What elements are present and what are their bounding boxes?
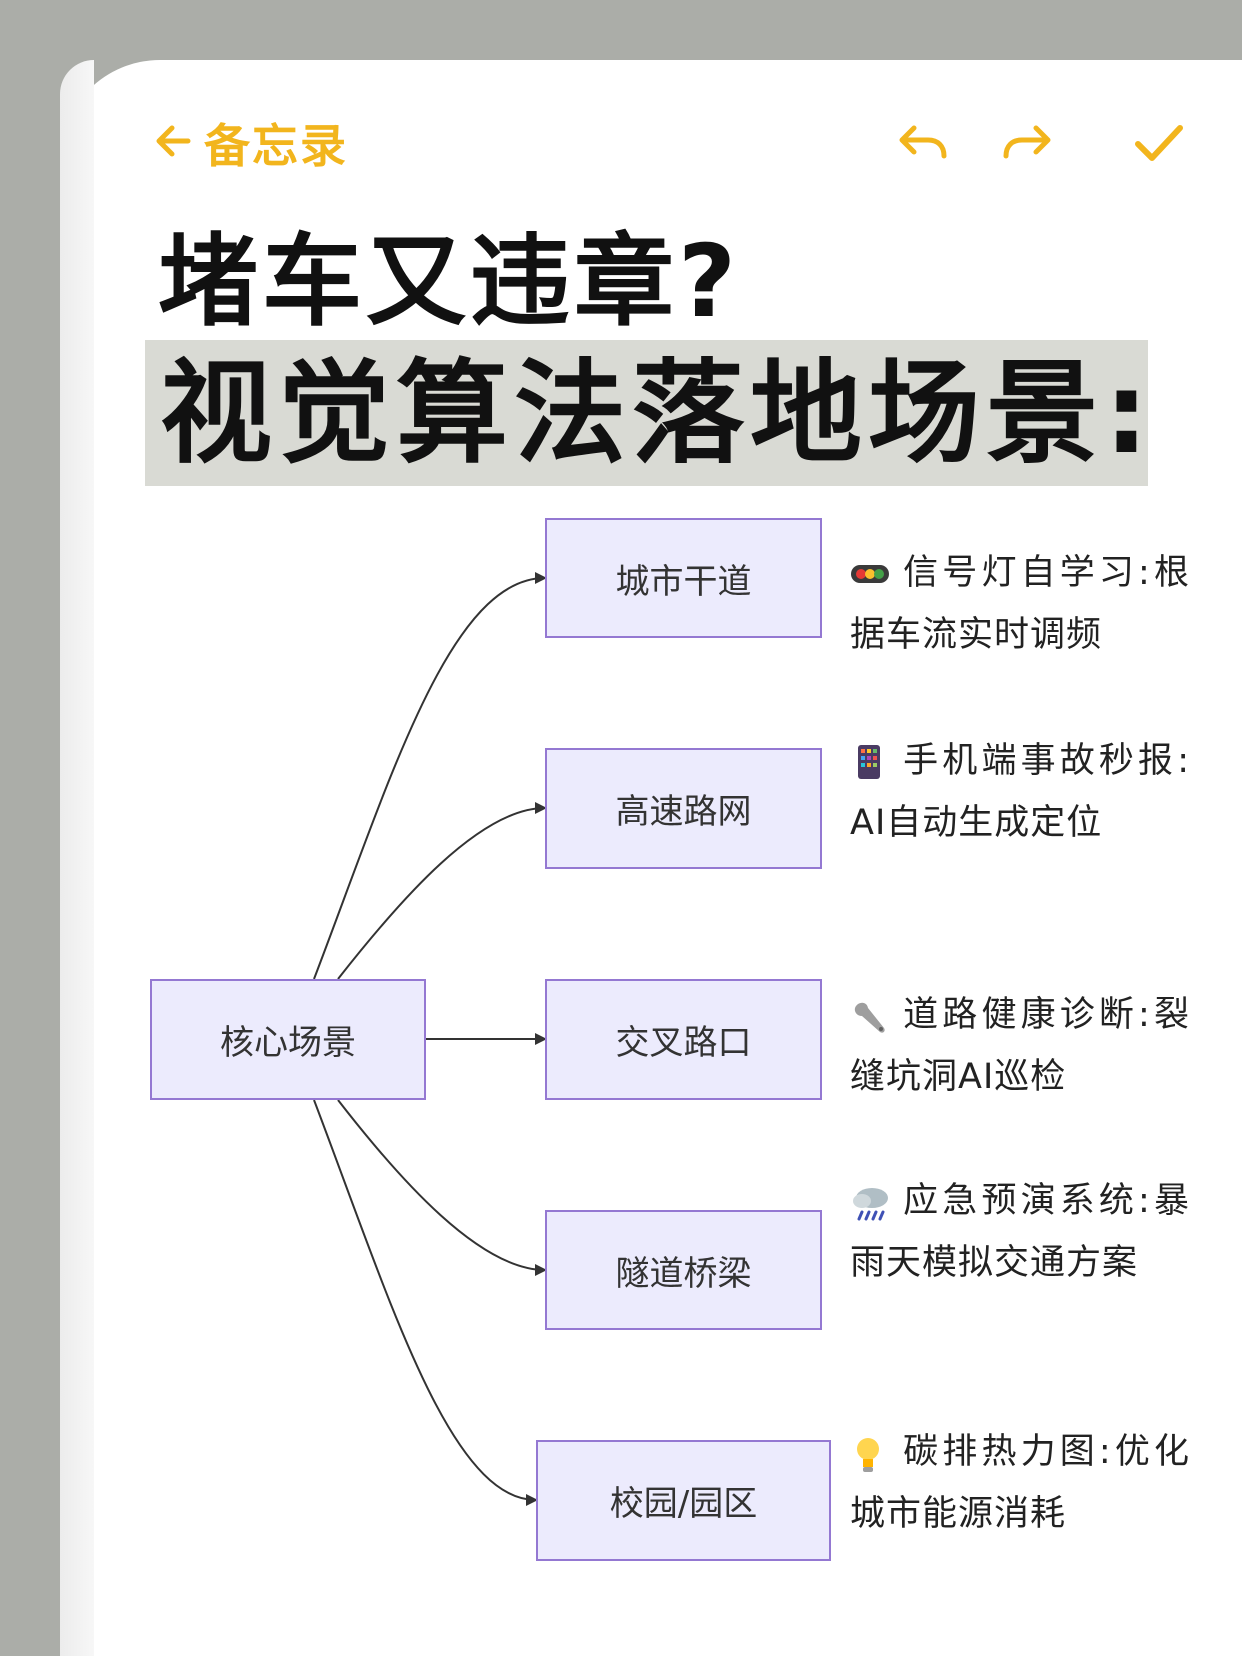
back-label: 备忘录 [204, 119, 348, 173]
note-3: 道路健康诊断:裂缝坑洞AI巡检 [850, 984, 1190, 1108]
node-root: 核心场景 [150, 979, 426, 1100]
note-4-text: 应急预演系统:暴雨天模拟交通方案 [850, 1181, 1190, 1283]
traffic-light-icon [850, 556, 900, 592]
note-3-text: 道路健康诊断:裂缝坑洞AI巡检 [850, 995, 1190, 1097]
edge-root-to-child-2 [337, 802, 547, 980]
node-child-1: 城市干道 [545, 518, 822, 638]
node-child-4: 隧道桥梁 [545, 1210, 822, 1330]
rain-cloud-icon [850, 1184, 900, 1221]
wrench-icon [850, 998, 900, 1034]
note-5: 碳排热力图:优化城市能源消耗 [850, 1421, 1190, 1545]
title-highlight [145, 340, 1148, 486]
note-1-text: 信号灯自学习:根据车流实时调频 [850, 553, 1190, 655]
title-line-2: 视觉算法落地场景: [160, 349, 1155, 479]
edge-root-to-child-1 [313, 572, 547, 980]
card-edge [60, 60, 94, 1656]
note-2-text: 手机端事故秒报: AI自动生成定位 [850, 741, 1190, 843]
note-4: 应急预演系统:暴雨天模拟交通方案 [850, 1170, 1190, 1294]
back-button[interactable]: 备忘录 [150, 108, 348, 178]
node-child-5: 校园/园区 [536, 1440, 831, 1561]
note-1: 信号灯自学习:根据车流实时调频 [850, 542, 1190, 666]
node-child-3: 交叉路口 [545, 979, 822, 1100]
phone-icon [850, 744, 900, 780]
edge-root-to-child-4 [337, 1099, 547, 1276]
undo-button[interactable] [894, 114, 952, 172]
checkmark-icon [1130, 125, 1188, 176]
node-child-2: 高速路网 [545, 748, 822, 869]
arrow-left-icon [150, 118, 196, 168]
top-toolbar: 备忘录 [150, 108, 1190, 178]
redo-icon [998, 125, 1056, 176]
note-5-text: 碳排热力图:优化城市能源消耗 [850, 1432, 1190, 1534]
light-bulb-icon [850, 1435, 900, 1472]
done-button[interactable] [1130, 114, 1188, 172]
undo-icon [894, 125, 952, 176]
edge-root-to-child-5 [313, 1099, 538, 1506]
note-2: 手机端事故秒报: AI自动生成定位 [850, 730, 1190, 854]
title-line-1: 堵车又违章? [158, 223, 741, 340]
redo-button[interactable] [998, 114, 1056, 172]
